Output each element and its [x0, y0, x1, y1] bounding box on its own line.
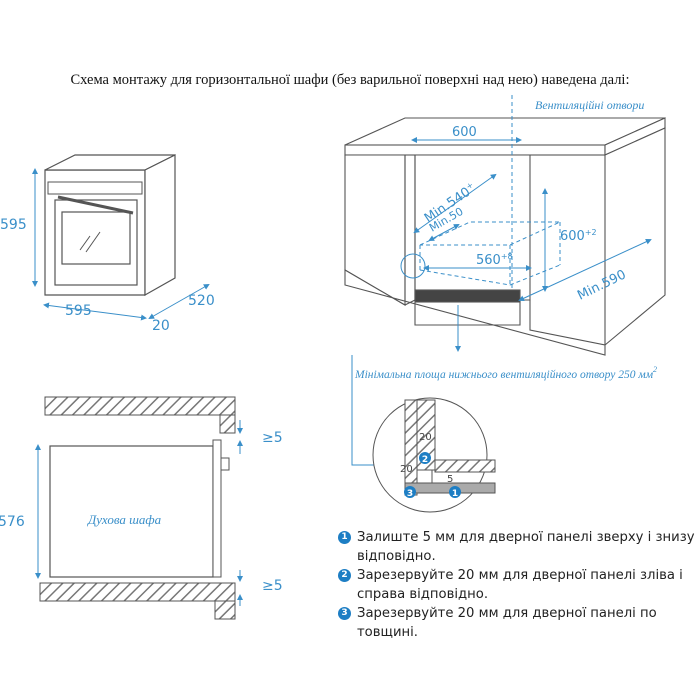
step-badge-2: 2 [338, 569, 351, 582]
side-dimension-lines [35, 420, 243, 606]
detail-badge-3 [404, 486, 416, 498]
detail-20-top-label: 20 [419, 432, 432, 443]
oven-height-label: 595 [0, 217, 27, 233]
step-badge-3: 3 [338, 607, 351, 620]
detail-badge-2 [419, 452, 431, 464]
oven-depth-label: 520 [188, 293, 215, 309]
oven-name-label: Духова шафа [86, 512, 162, 527]
width-560-label: 560+8 [476, 252, 513, 268]
height-600-label: 600+2 [560, 228, 597, 244]
step-text-3: Зарезервуйте 20 мм для дверної панелі по… [357, 606, 657, 640]
instruction-list: 1 Залиште 5 мм для дверної панелі зверху… [338, 528, 700, 642]
detail-20-left-label: 20 [400, 464, 413, 475]
side-height-label: 576 [0, 514, 25, 530]
instruction-step: 1 Залиште 5 мм для дверної панелі зверху… [338, 528, 700, 566]
detail-5-label: 5 [447, 474, 453, 485]
detail-magnifier: 2 3 1 [372, 397, 496, 513]
oven-door-label: 20 [152, 318, 170, 334]
detail-badge-3-text: 3 [407, 489, 413, 499]
cabinet-drawing [344, 117, 666, 356]
detail-badge-1-text: 1 [452, 489, 458, 499]
cabinet-dimension-lines [351, 137, 652, 466]
vent-holes-label: Вентиляційні отвори [535, 98, 644, 112]
width-600-label: 600 [452, 125, 477, 140]
gap-bottom-label: ≥5 [262, 578, 283, 594]
detail-badge-2-text: 2 [422, 455, 428, 465]
side-installation [39, 396, 236, 620]
step-text-2: Зарезервуйте 20 мм для дверної панелі зл… [357, 568, 683, 602]
instruction-step: 2 Зарезервуйте 20 мм для дверної панелі … [338, 566, 700, 604]
step-badge-1: 1 [338, 531, 351, 544]
gap-top-label: ≥5 [262, 430, 283, 446]
min-vent-area-label: Мінімальна площа нижнього вентиляційного… [354, 365, 657, 381]
instruction-step: 3 Зарезервуйте 20 мм для дверної панелі … [338, 604, 700, 642]
oven-dimension-lines [32, 168, 210, 321]
detail-badge-1 [449, 486, 461, 498]
oven-isometric [44, 154, 176, 297]
oven-width-label: 595 [65, 303, 92, 319]
diagram-caption: Схема монтажу для горизонтальної шафи (б… [70, 72, 630, 88]
step-text-1: Залиште 5 мм для дверної панелі зверху і… [357, 530, 695, 564]
